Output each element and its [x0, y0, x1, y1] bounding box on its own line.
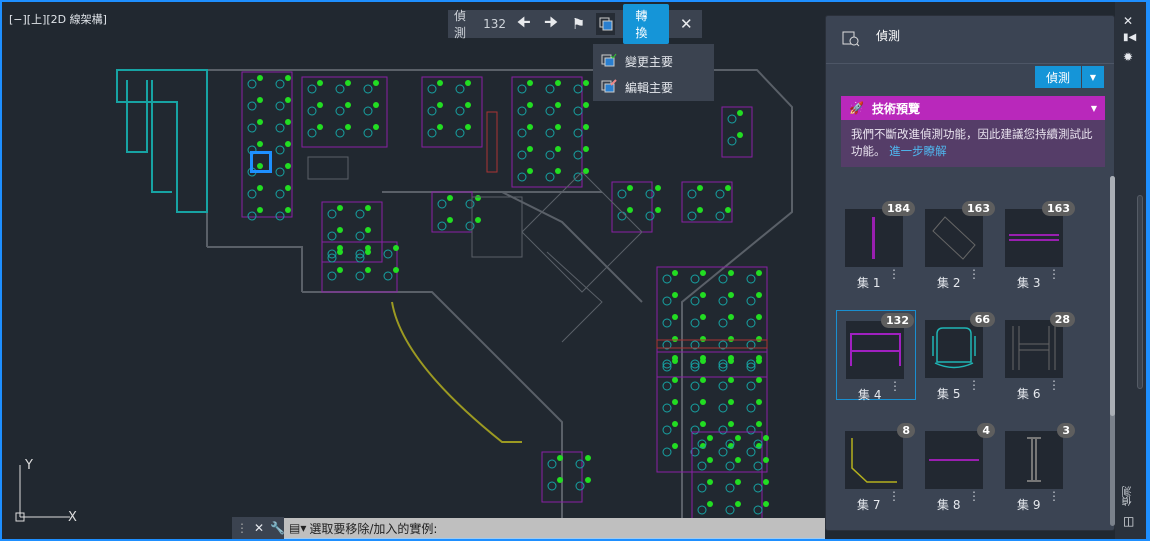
set-label: 集 7 [857, 498, 881, 512]
palette-side-strip: ✕ ▮◀ ✹ 偵測 ◫ [1115, 2, 1146, 539]
detect-button[interactable]: 偵測 [1035, 66, 1081, 88]
ucs-x-label: X [68, 510, 77, 525]
set-label: 集 2 [937, 276, 961, 290]
chevron-down-icon[interactable]: ▼ [1090, 103, 1097, 113]
set-card[interactable]: 132 集 4 ⋮ [836, 310, 916, 402]
set-thumbnail[interactable] [925, 320, 983, 378]
auto-hide-icon[interactable]: ▮◀ [1123, 32, 1137, 43]
grip-handle[interactable]: ⋮ [236, 521, 248, 535]
set-card[interactable]: 3 集 9 ⋮ [996, 421, 1076, 512]
set-count-badge: 163 [1042, 201, 1075, 216]
command-history-icon[interactable]: ▤▾ [289, 521, 307, 535]
command-input[interactable]: ▤▾選取要移除/加入的實例: [284, 517, 825, 539]
arrow-right-icon[interactable]: 🠊 [544, 12, 559, 31]
edit-primary-icon [601, 78, 617, 96]
detect-split-button: 偵測 ▼ [1035, 66, 1104, 88]
set-label: 集 8 [937, 498, 961, 512]
wrench-icon[interactable]: 🔧 [270, 521, 286, 535]
set-count-badge: 28 [1049, 312, 1075, 327]
palette-scrollbar[interactable] [1110, 176, 1115, 526]
more-options-icon[interactable]: ⋮ [888, 267, 900, 281]
more-options-icon[interactable]: ⋮ [888, 489, 900, 503]
ucs-y-label: Y [24, 458, 33, 473]
tech-preview-header[interactable]: 🚀 技術預覽 ▼ [841, 96, 1105, 120]
set-count-badge: 66 [969, 312, 995, 327]
set-count-badge: 3 [1057, 423, 1075, 438]
more-options-icon[interactable]: ⋮ [1048, 267, 1060, 281]
set-card[interactable]: 8 集 7 ⋮ [836, 421, 916, 512]
menu-item-edit-primary[interactable]: 編輯主要 [593, 74, 714, 100]
flag-icon[interactable]: ⚑ [571, 15, 586, 33]
set-card[interactable]: 163 集 3 ⋮ [996, 199, 1076, 290]
set-thumbnail[interactable] [1005, 320, 1063, 378]
tech-preview-title: 技術預覽 [871, 101, 920, 116]
drawing-scrollbar[interactable] [1137, 195, 1143, 389]
convert-button[interactable]: 轉換 [623, 4, 669, 44]
command-prompt: 選取要移除/加入的實例: [309, 521, 438, 536]
detect-count: 132 [483, 17, 507, 31]
set-thumbnail[interactable] [846, 321, 904, 379]
settings-icon[interactable]: ✹ [1123, 50, 1134, 64]
palette-tab-label[interactable]: 偵測 [1123, 486, 1134, 506]
viewport-controls-label[interactable]: [−][上][2D 線架構] [9, 13, 107, 26]
set-thumbnail[interactable] [1005, 431, 1063, 489]
tech-preview-banner: 🚀 技術預覽 ▼ 我們不斷改進偵測功能，因此建議您持續測試此功能。 進一步瞭解 [841, 96, 1105, 167]
set-card[interactable]: 28 集 6 ⋮ [996, 310, 1076, 401]
close-icon[interactable]: ✕ [1123, 14, 1134, 28]
detect-palette: 偵測 偵測 ▼ 🚀 技術預覽 ▼ 我們不斷改進偵測功能，因此建議您持續測試此功能。 … [825, 15, 1115, 531]
set-thumbnail[interactable] [845, 431, 903, 489]
set-thumbnail[interactable] [845, 209, 903, 267]
set-thumbnail[interactable] [925, 209, 983, 267]
tech-preview-text: 我們不斷改進偵測功能，因此建議您持續測試此功能。 [851, 127, 1093, 158]
close-icon[interactable]: ✕ [254, 521, 265, 535]
menu-item-change-primary[interactable]: 變更主要 [593, 48, 714, 74]
palette-title: 偵測 [876, 29, 901, 43]
set-card[interactable]: 66 集 5 ⋮ [916, 310, 996, 401]
menu-item-label: 編輯主要 [625, 80, 674, 95]
chevron-down-icon[interactable]: ▼ [1082, 66, 1104, 88]
detect-toolbar: 偵測 132 🠈 🠊 ⚑ 轉換 ✕ [448, 4, 702, 44]
set-card[interactable]: 163 集 2 ⋮ [916, 199, 996, 290]
detect-palette-icon[interactable]: ◫ [1123, 514, 1135, 528]
menu-item-label: 變更主要 [625, 54, 674, 69]
command-line: ⋮ ✕ 🔧 ▤▾選取要移除/加入的實例: [232, 517, 825, 539]
more-options-icon[interactable]: ⋮ [1048, 378, 1060, 392]
set-card[interactable]: 4 集 8 ⋮ [916, 421, 996, 512]
set-count-badge: 4 [977, 423, 995, 438]
more-options-icon[interactable]: ⋮ [889, 379, 901, 393]
set-thumbnail[interactable] [925, 431, 983, 489]
ucs-icon: Y X [15, 458, 77, 525]
primary-menu: 變更主要 編輯主要 [593, 44, 714, 101]
set-label: 集 3 [1017, 276, 1041, 290]
set-label: 集 9 [1017, 498, 1041, 512]
learn-more-link[interactable]: 進一步瞭解 [889, 144, 947, 158]
set-label: 集 6 [1017, 387, 1041, 401]
set-card[interactable]: 184 集 1 ⋮ [836, 199, 916, 290]
close-icon[interactable]: ✕ [680, 15, 693, 33]
set-count-badge: 184 [882, 201, 915, 216]
set-count-badge: 132 [881, 313, 914, 328]
set-count-badge: 163 [962, 201, 995, 216]
set-count-badge: 8 [897, 423, 915, 438]
set-label: 集 5 [937, 387, 961, 401]
rocket-icon: 🚀 [849, 101, 864, 115]
select-set-icon[interactable] [596, 13, 616, 35]
more-options-icon[interactable]: ⋮ [968, 489, 980, 503]
set-label: 集 1 [857, 276, 881, 290]
selection-highlight [250, 151, 272, 173]
detect-palette-icon [842, 29, 860, 50]
more-options-icon[interactable]: ⋮ [968, 378, 980, 392]
more-options-icon[interactable]: ⋮ [1048, 489, 1060, 503]
arrow-left-icon[interactable]: 🠈 [516, 12, 531, 31]
set-thumbnail[interactable] [1005, 209, 1063, 267]
more-options-icon[interactable]: ⋮ [968, 267, 980, 281]
detect-label: 偵測 [454, 9, 467, 40]
change-primary-icon [601, 53, 617, 70]
set-label: 集 4 [858, 388, 882, 402]
